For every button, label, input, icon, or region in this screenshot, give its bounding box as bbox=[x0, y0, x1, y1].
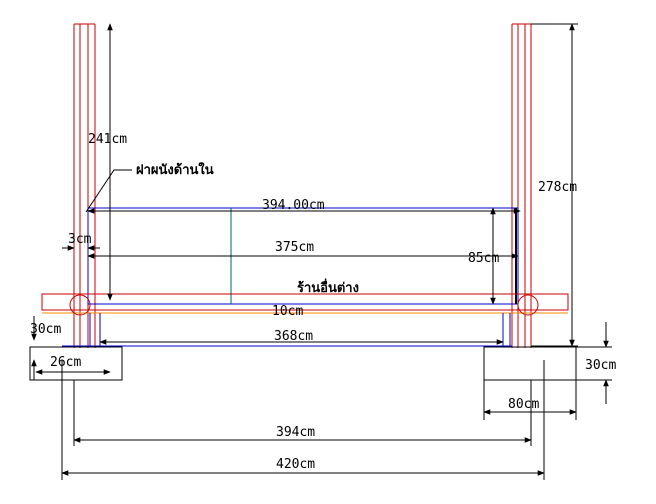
label-beam-span: 368cm bbox=[274, 329, 313, 344]
label-top-span: 394.00cm bbox=[262, 198, 325, 213]
label-lower-beam: ร้านอื่นต่าง bbox=[297, 278, 359, 296]
label-beam-depth: 10cm bbox=[272, 304, 303, 319]
label-right-post-height: 278cm bbox=[538, 180, 577, 195]
label-left-footing-height: 30cm bbox=[30, 322, 61, 337]
label-small-gap: 3cm bbox=[68, 232, 92, 247]
left-post bbox=[73, 23, 96, 348]
lower-beam bbox=[41, 293, 569, 316]
label-left-footing-width: 26cm bbox=[50, 355, 81, 370]
right-footing bbox=[483, 346, 577, 381]
left-footing bbox=[29, 346, 123, 381]
label-right-footing-height: 30cm bbox=[585, 358, 616, 373]
label-inner-wall: ฝาผนังด้านใน bbox=[136, 161, 214, 178]
label-total-width: 420cm bbox=[276, 457, 315, 472]
label-inner-span: 375cm bbox=[275, 240, 314, 255]
label-overall-span: 394cm bbox=[276, 425, 315, 440]
label-right-footing-width: 80cm bbox=[508, 397, 539, 412]
label-left-post-height: 241cm bbox=[88, 132, 127, 147]
right-post bbox=[511, 23, 532, 348]
dimension-lines bbox=[31, 23, 612, 480]
label-rail-height: 85cm bbox=[468, 251, 499, 266]
